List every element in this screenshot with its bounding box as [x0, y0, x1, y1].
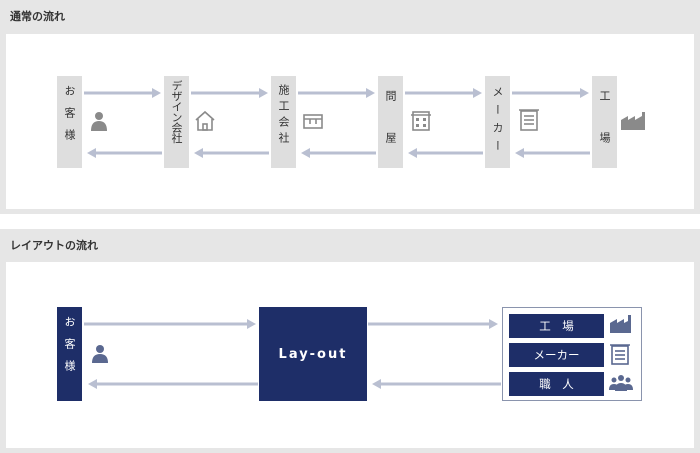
building-icon: [411, 111, 431, 131]
group-item-factory: 工 場: [509, 314, 604, 338]
node-customer-label: お客様: [63, 85, 76, 151]
group-item-manufacturer: メーカー: [509, 343, 604, 367]
layout-customer-label: お客様: [63, 316, 76, 382]
node-design-company: デザイン会社: [164, 76, 189, 168]
normal-flow-title: 通常の流れ: [10, 10, 65, 23]
layout-flow-title: レイアウトの流れ: [10, 239, 98, 252]
node-wholesaler-label: 問屋: [384, 90, 397, 174]
layout-center-label: Lay-out: [278, 346, 348, 362]
house-icon: [195, 110, 215, 131]
normal-flow-panel: 通常の流れ: [0, 0, 700, 214]
node-construction-company-label: 施工会社: [277, 84, 290, 148]
group-item-craftsman: 職 人: [509, 372, 604, 396]
document-icon: [610, 344, 630, 365]
node-manufacturer: メーカー: [485, 76, 510, 168]
layout-customer: お客様: [57, 307, 82, 401]
node-construction-company: 施工会社: [271, 76, 296, 168]
group-item-factory-label: 工 場: [539, 319, 574, 333]
document-icon: [519, 109, 539, 131]
group-item-manufacturer-label: メーカー: [533, 348, 580, 362]
node-factory: 工場: [592, 76, 617, 174]
person-icon: [91, 112, 107, 131]
node-design-company-label: デザイン会社: [170, 80, 183, 143]
node-customer: お客様: [57, 76, 82, 168]
factory-icon: [621, 112, 645, 130]
node-wholesaler: 問屋: [378, 76, 403, 174]
people-icon: [609, 375, 633, 391]
truck-icon: [303, 114, 323, 129]
layout-center-box: Lay-out: [259, 307, 367, 401]
person-icon: [92, 345, 108, 363]
factory-icon: [610, 315, 631, 333]
group-item-craftsman-label: 職 人: [539, 377, 574, 391]
node-manufacturer-label: メーカー: [491, 86, 504, 158]
node-factory-label: 工場: [598, 90, 611, 174]
normal-flow-body: [6, 34, 694, 209]
